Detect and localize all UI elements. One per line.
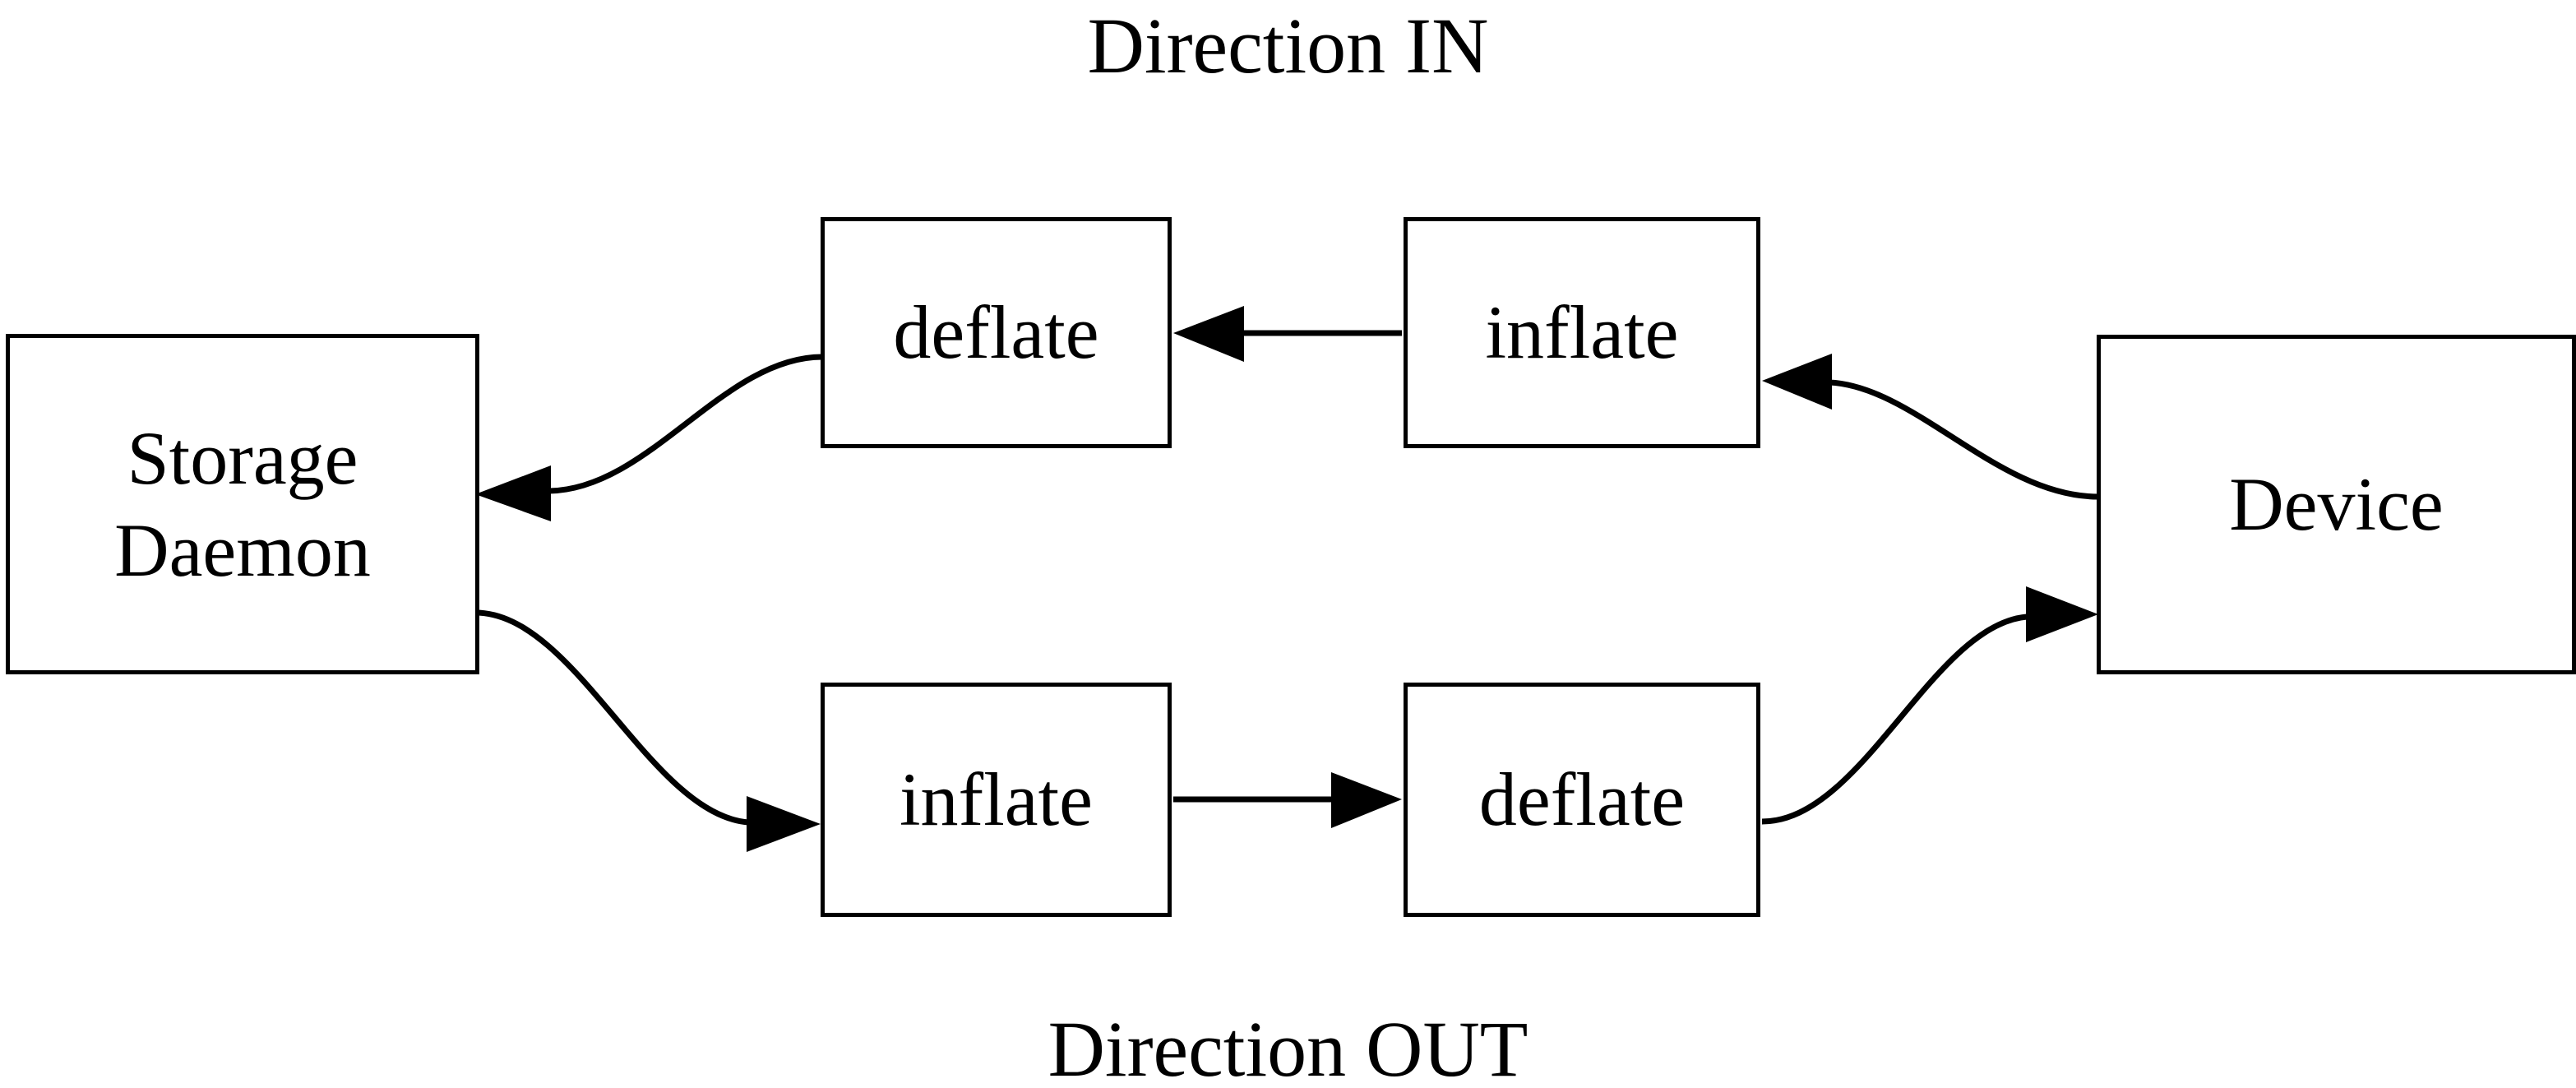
node-device-label: Device: [2229, 462, 2444, 547]
node-inflate-out[interactable]: inflate: [821, 683, 1172, 917]
node-deflate-out-label: deflate: [1478, 757, 1686, 842]
node-inflate-out-label: inflate: [900, 757, 1093, 842]
node-inflate-in-label: inflate: [1485, 290, 1679, 375]
edge-inflate-in-to-deflate-in: [1173, 306, 1402, 362]
node-deflate-in-label: deflate: [893, 290, 1099, 375]
edge-device-to-inflate-in: [1762, 354, 2099, 500]
caption-direction-out: Direction OUT: [1048, 1005, 1528, 1088]
node-device[interactable]: Device: [2097, 335, 2576, 674]
node-deflate-out[interactable]: deflate: [1404, 683, 1760, 917]
node-deflate-in[interactable]: deflate: [821, 217, 1172, 448]
node-storage-daemon[interactable]: Storage Daemon: [6, 334, 479, 674]
edge-deflate-in-to-storage-daemon: [475, 354, 823, 521]
node-storage-daemon-label-line1: Storage: [127, 415, 358, 500]
node-storage-daemon-label-line2: Daemon: [114, 508, 371, 592]
edge-inflate-out-to-deflate-out: [1173, 772, 1402, 828]
caption-direction-in: Direction IN: [1087, 2, 1489, 90]
edge-storage-daemon-to-inflate-out: [474, 609, 821, 852]
edge-deflate-out-to-device: [1761, 586, 2098, 825]
node-inflate-in[interactable]: inflate: [1404, 217, 1760, 448]
